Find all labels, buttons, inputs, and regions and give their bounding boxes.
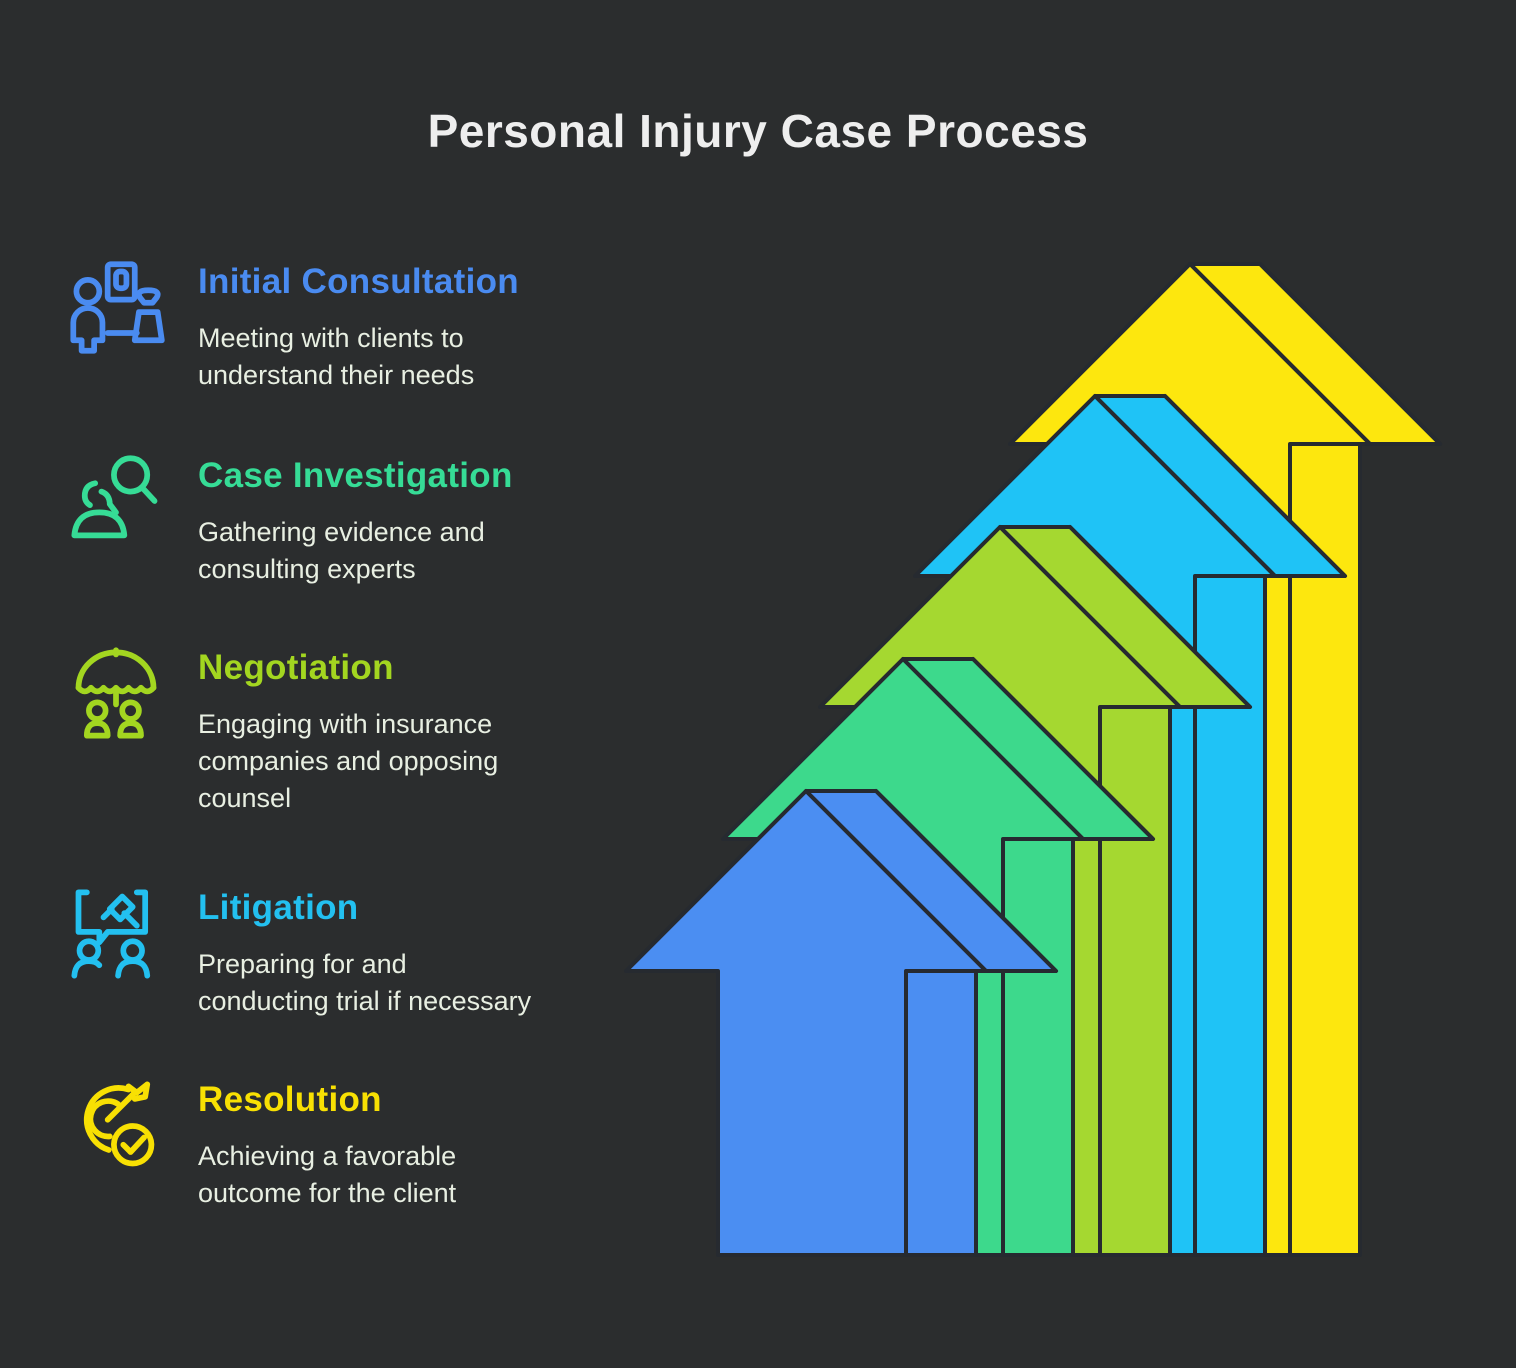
step-litigation: Litigation Preparing for and conducting … xyxy=(66,884,626,1020)
step-resolution: Resolution Achieving a favorable outcome… xyxy=(66,1076,626,1212)
gavel-speech-icon xyxy=(66,884,166,984)
step-description: Achieving a favorable outcome for the cl… xyxy=(198,1141,457,1208)
person-magnifier-icon xyxy=(66,452,166,552)
step-content: Case Investigation Gathering evidence an… xyxy=(198,452,626,588)
client-meeting-icon xyxy=(66,258,166,358)
step-content: Negotiation Engaging with insurance comp… xyxy=(198,644,626,817)
step-title: Case Investigation xyxy=(198,456,513,495)
step-title: Negotiation xyxy=(198,648,394,687)
step-description: Engaging with insurance companies and op… xyxy=(198,709,499,813)
umbrella-people-icon xyxy=(66,644,166,744)
step-title: Initial Consultation xyxy=(198,262,519,301)
step-description: Gathering evidence and consulting expert… xyxy=(198,517,485,584)
step-content: Litigation Preparing for and conducting … xyxy=(198,884,626,1020)
step-content: Resolution Achieving a favorable outcome… xyxy=(198,1076,626,1212)
step-initial-consultation: Initial Consultation Meeting with client… xyxy=(66,258,626,394)
step-description: Meeting with clients to understand their… xyxy=(198,323,475,390)
step-content: Initial Consultation Meeting with client… xyxy=(198,258,626,394)
arrow-front-layer xyxy=(624,789,988,1257)
step-title: Litigation xyxy=(198,888,359,927)
process-arrows-group xyxy=(624,262,1442,1257)
step-description: Preparing for and conducting trial if ne… xyxy=(198,949,532,1016)
page-title: Personal Injury Case Process xyxy=(427,105,1089,157)
step-negotiation: Negotiation Engaging with insurance comp… xyxy=(66,644,626,817)
target-check-icon xyxy=(66,1076,166,1176)
step-title: Resolution xyxy=(198,1080,382,1119)
step-case-investigation: Case Investigation Gathering evidence an… xyxy=(66,452,626,588)
